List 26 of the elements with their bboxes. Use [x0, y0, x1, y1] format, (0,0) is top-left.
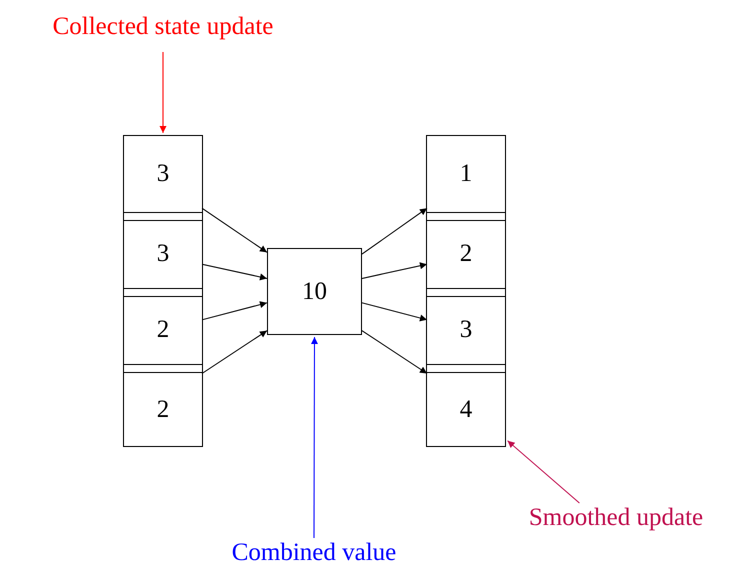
arrow — [362, 208, 428, 255]
stacked-column-box — [426, 135, 506, 447]
annotation-label: Collected state update — [10, 10, 316, 44]
annotation-label: Combined value — [204, 538, 424, 568]
arrow — [202, 330, 268, 374]
arrow — [202, 264, 268, 280]
arrow — [202, 208, 268, 253]
cell-value: 2 — [156, 316, 170, 344]
arrow — [202, 301, 268, 320]
arrow — [362, 330, 428, 374]
arrow — [507, 440, 580, 504]
annotation-label: Smoothed update — [494, 503, 738, 533]
arrow — [160, 52, 166, 134]
cell-value: 4 — [460, 396, 472, 424]
arrow — [362, 262, 428, 279]
cell-value: 1 — [460, 160, 472, 188]
cell-value: 3 — [156, 240, 170, 268]
cell-value: 3 — [156, 160, 170, 188]
cell-value: 3 — [460, 316, 472, 344]
combined-number: 10 — [302, 278, 327, 306]
value-box — [267, 248, 362, 335]
stacked-column-box — [123, 135, 203, 447]
arrow — [362, 302, 428, 322]
cell-value: 2 — [156, 396, 170, 424]
cell-value: 2 — [460, 240, 472, 268]
arrow — [310, 336, 318, 538]
